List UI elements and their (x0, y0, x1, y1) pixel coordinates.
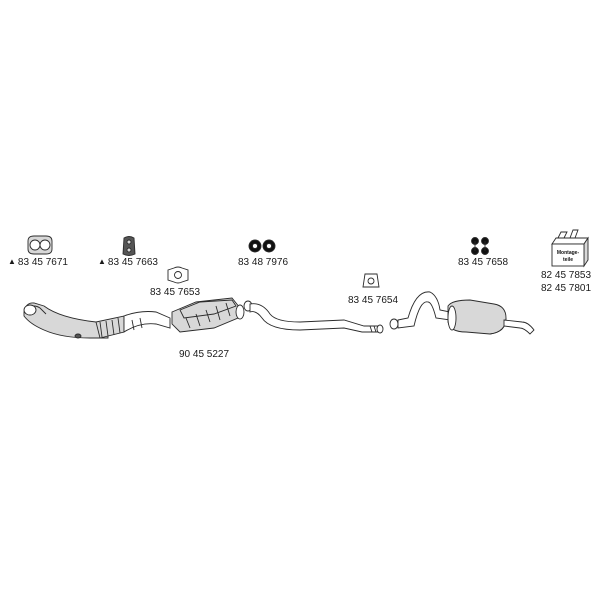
part-number: 83 45 7663 (107, 257, 158, 268)
flange-gasket-icon (122, 236, 136, 256)
middle-pipe (243, 300, 384, 334)
part-label-gasket-flange: ▲83 45 7663 (98, 257, 158, 269)
part-number: 82 45 7801 (541, 283, 592, 294)
mounting-kit-box-icon: Montage- teile (551, 229, 589, 268)
part-label-mounting-kit-2: 82 45 7801 (541, 283, 591, 295)
warning-triangle-icon: ▲ (8, 257, 16, 266)
hanger-clip-icon (471, 237, 489, 255)
part-number: 83 48 7976 (238, 257, 289, 268)
part-number: 82 45 7853 (541, 270, 592, 281)
part-number: 83 45 7671 (17, 257, 68, 268)
part-label-mounting-kit: 82 45 7853 (541, 270, 591, 282)
part-number: 83 45 7653 (150, 287, 201, 298)
part-label-gasket-front: ▲83 45 7671 (8, 257, 68, 269)
warning-triangle-icon: ▲ (98, 257, 106, 266)
part-label-gasket-cat-inlet: 83 45 7653 (150, 287, 200, 299)
front-pipe-assembly (23, 297, 245, 339)
kit-box-text-2: teile (563, 257, 573, 263)
part-label-rubber-mount: 83 48 7976 (238, 257, 288, 269)
rubber-mount-icon (248, 239, 276, 253)
part-number: 83 45 7658 (458, 257, 509, 268)
part-number: 90 45 5227 (179, 349, 230, 360)
rear-muffler (389, 291, 535, 335)
triangular-gasket-icon (362, 273, 380, 288)
ring-gasket-icon (167, 266, 189, 284)
part-label-hanger-clips: 83 45 7658 (458, 257, 508, 269)
part-label-front-pipe-cat: 90 45 5227 (179, 349, 229, 361)
part-number: 83 45 7654 (348, 295, 399, 306)
double-ring-gasket-icon (27, 235, 53, 255)
kit-box-text-1: Montage- (557, 250, 580, 256)
part-label-gasket-rear: 83 45 7654 (348, 295, 398, 307)
